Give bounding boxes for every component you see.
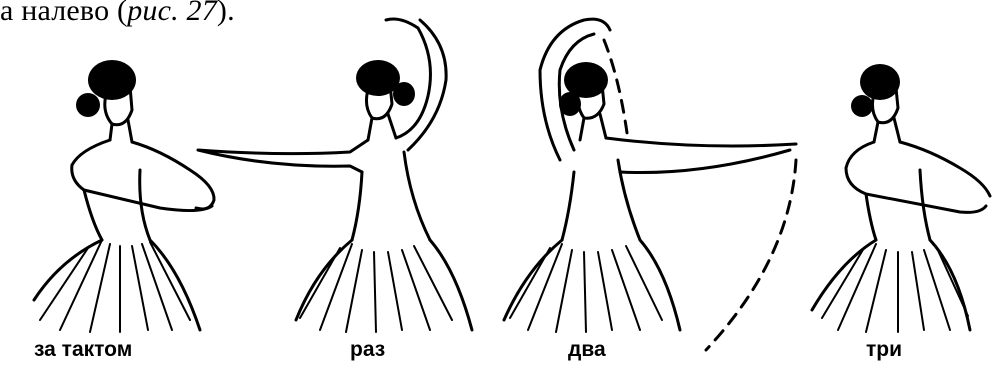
- dancer-figure-4: [812, 64, 990, 332]
- figure-label-2: раз: [350, 338, 385, 362]
- figure-label-4: три: [866, 338, 902, 362]
- figure-label-1: за тактом: [34, 338, 132, 362]
- dancer-figure-1: [34, 60, 214, 332]
- figure-label-3: два: [568, 338, 606, 362]
- dancer-figure-2: [198, 19, 472, 332]
- dancer-figure-3: [504, 19, 796, 350]
